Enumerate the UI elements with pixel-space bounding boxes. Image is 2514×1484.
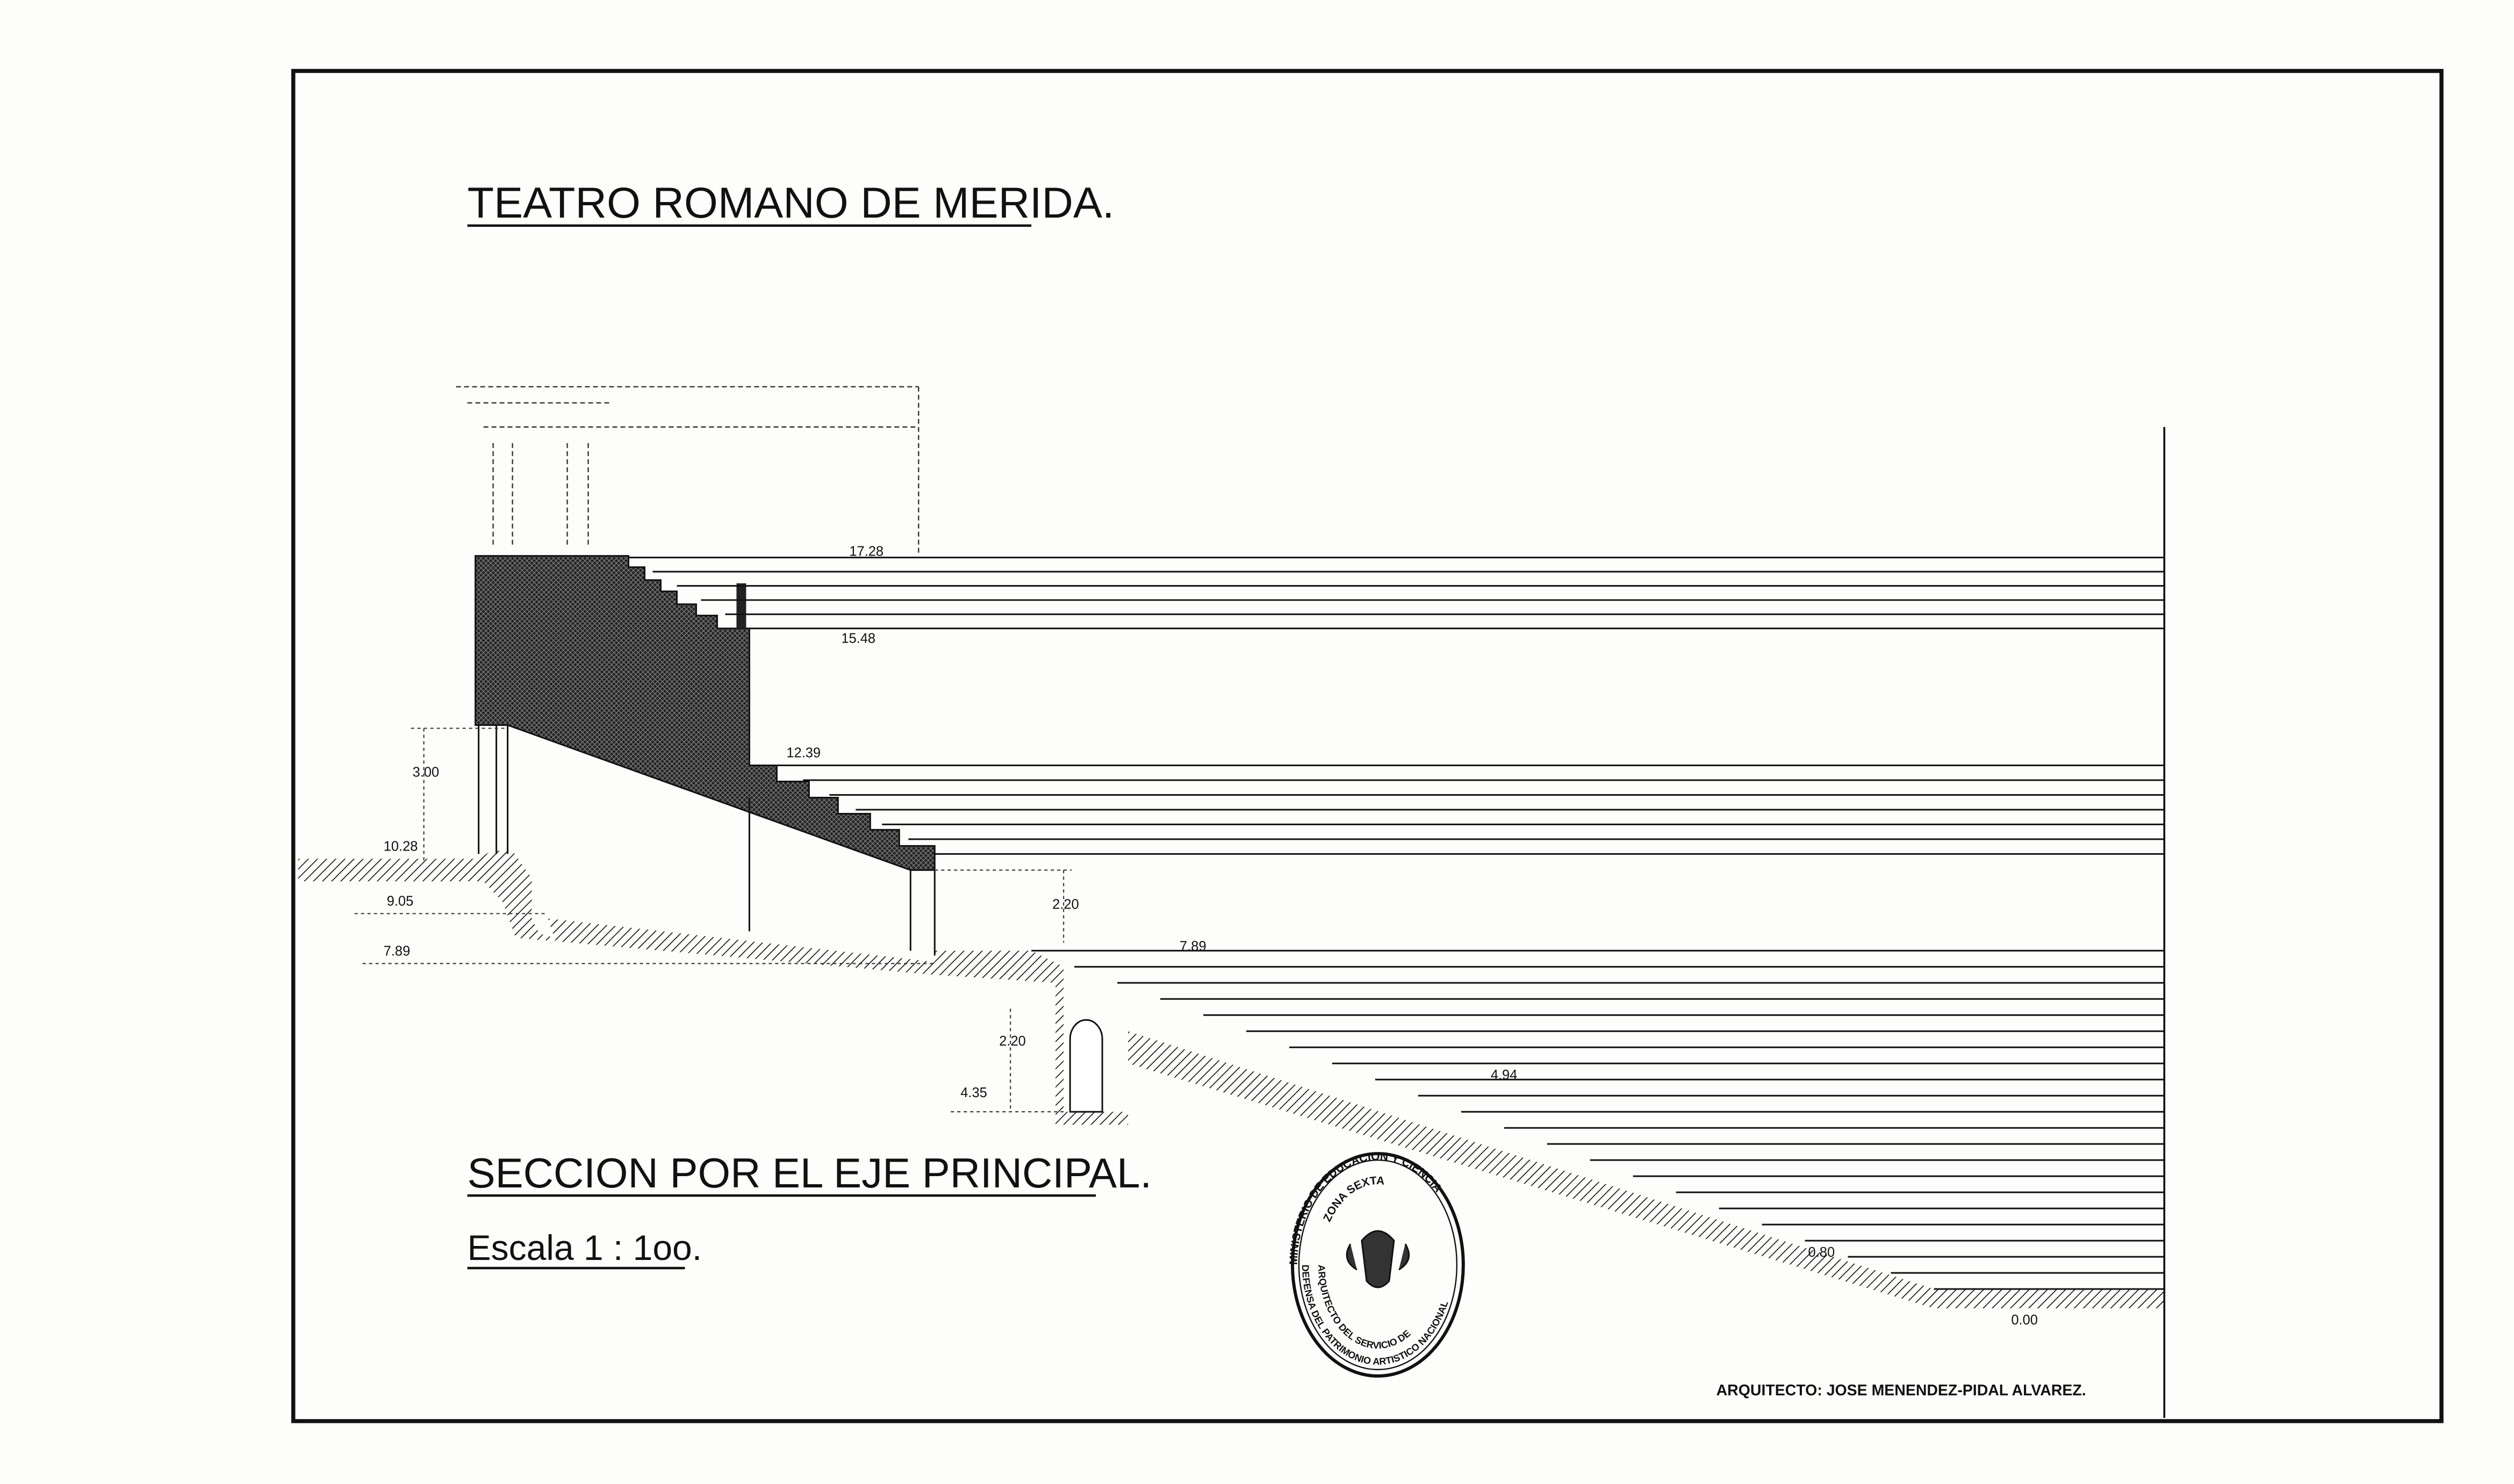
dim-3-00: 3.00 bbox=[413, 765, 440, 780]
elevation-labels: 17.28 15.48 12.39 3.00 10.28 9.05 7.89 2… bbox=[384, 544, 2038, 1328]
dimension-lines bbox=[354, 727, 1072, 1113]
drawing-frame bbox=[291, 69, 2444, 1423]
scaenae-frons-outline bbox=[456, 386, 920, 556]
dim-2-20-upper: 2.20 bbox=[1052, 897, 1079, 912]
elev-9-05: 9.05 bbox=[387, 894, 414, 909]
elev-17-28: 17.28 bbox=[849, 544, 884, 559]
elev-0-80: 0.80 bbox=[1808, 1245, 1835, 1260]
elev-4-94: 4.94 bbox=[1491, 1068, 1518, 1083]
section-title: SECCION POR EL EJE PRINCIPAL. bbox=[468, 1149, 1152, 1197]
dim-2-20-lower: 2.20 bbox=[999, 1034, 1026, 1049]
elev-12-39: 12.39 bbox=[786, 745, 821, 760]
ground-vomitorium bbox=[935, 950, 2165, 1309]
upper-cavea-masonry bbox=[475, 555, 936, 871]
elev-10-28: 10.28 bbox=[384, 839, 418, 854]
ground-left bbox=[298, 851, 935, 975]
substructure bbox=[478, 725, 936, 956]
eagle-emblem-icon bbox=[1346, 1230, 1410, 1288]
seating-rows bbox=[628, 557, 2165, 1290]
scale-label: Escala 1 : 1oo. bbox=[468, 1228, 702, 1267]
elev-4-35: 4.35 bbox=[960, 1085, 987, 1100]
vomitorium-arch bbox=[1069, 1019, 1103, 1113]
elev-15-48: 15.48 bbox=[841, 631, 875, 646]
elev-0-00: 0.00 bbox=[2011, 1313, 2038, 1328]
drawing-title: TEATRO ROMANO DE MERIDA. bbox=[468, 179, 1115, 227]
elev-7-89-left: 7.89 bbox=[384, 943, 411, 959]
elev-7-89-right: 7.89 bbox=[1180, 939, 1206, 954]
official-seal-stamp: MINISTERIO DE EDUCACION Y CIENCIA ZONA S… bbox=[1288, 1150, 1465, 1378]
upper-parapet bbox=[736, 583, 746, 629]
architect-credit: ARQUITECTO: JOSE MENENDEZ-PIDAL ALVAREZ. bbox=[1716, 1382, 2086, 1399]
